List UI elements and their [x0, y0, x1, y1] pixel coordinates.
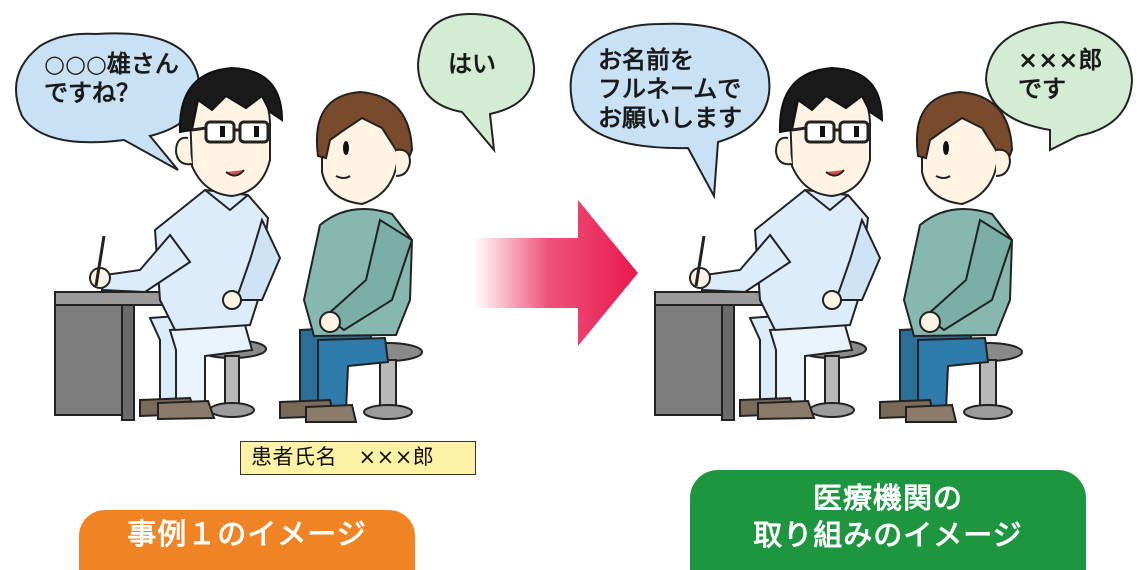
right-scene: [569, 20, 1134, 423]
patient-speech-text: はい: [448, 50, 496, 78]
patient-speech-bubble: [416, 12, 536, 154]
patient-name-label: 患者氏名 ×××郎: [240, 441, 476, 475]
nurse-speech-text: ○○○雄さん ですね？: [44, 50, 179, 107]
nurse-speech-bubble: [15, 32, 200, 171]
left-scene: [15, 12, 536, 423]
patient-figure-right: [879, 91, 1023, 423]
patient-figure: [279, 91, 423, 423]
patient-speech-text-right: ×××郎 です: [1018, 46, 1103, 103]
nurse-speech-text-right: お名前を フルネームで お願いします: [598, 46, 742, 132]
nurse-speech-bubble-right: [569, 22, 771, 200]
transition-arrow: [474, 200, 638, 346]
patient-speech-bubble-right: [984, 20, 1134, 152]
institution-caption: 医療機関の 取り組みのイメージ: [690, 470, 1086, 570]
case-caption: 事例１のイメージ: [79, 510, 415, 570]
